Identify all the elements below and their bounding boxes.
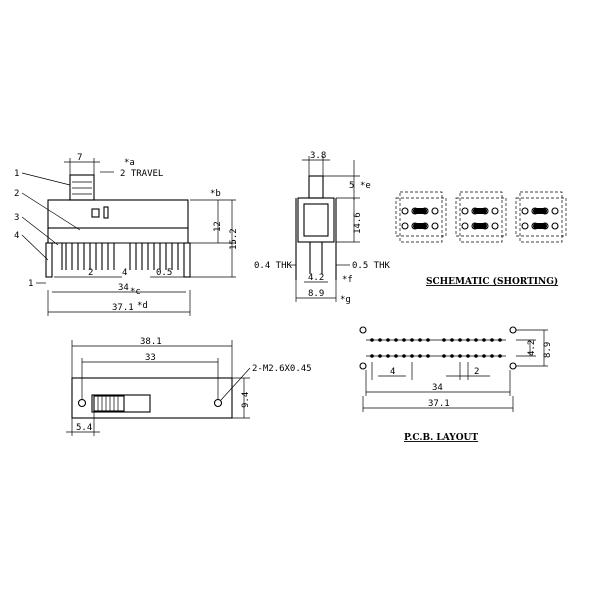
note-a: *a [124,158,135,168]
dim-2: 2 [88,268,93,278]
callout-4: 4 [14,231,19,241]
schematic-unit-3 [515,191,567,243]
dim-3-8: 3.8 [310,151,326,161]
dim-4: 4 [122,268,127,278]
slide-knob [69,174,95,201]
dim-37-1: 37.1 [112,303,134,313]
pcb-dim-37-1: 37.1 [428,399,450,409]
note-b: *b [210,189,221,199]
pcb-layout: 4.2 8.9 4 2 34 37.1 P.C.B. LAYOUT [359,326,553,443]
dim-9-4: 9.4 [241,392,251,408]
pcb-pads [366,338,506,358]
end-body [297,197,335,243]
dim-5: 5 [349,181,354,191]
note-f: *f [342,275,353,285]
note-e: *e [360,181,371,191]
mounting-hole-left [77,398,87,408]
schematic-unit-2 [455,191,507,243]
dim-14-6: 14.6 [353,212,363,234]
callout-1: 1 [14,169,19,179]
switch-body [47,199,189,229]
pcb-dim-4: 4 [390,367,395,377]
dim-5-4: 5.4 [76,423,92,433]
callout-3: 3 [14,213,19,223]
dim-34: 34 [118,283,129,293]
schematic-title: SCHEMATIC (SHORTING) [426,276,558,287]
callout-1-bottom: 1 [28,279,33,289]
dim-33: 33 [145,353,156,363]
note-g: *g [340,295,351,305]
ground-lug-right [183,242,191,278]
schematic-unit-1 [395,191,447,243]
mounting-hole-right [213,398,223,408]
dim-15-2: 15.2 [229,228,239,250]
side-view: 7 *a 2 TRAVEL 1 2 3 4 1 *b 12 15.2 2 4 0… [14,153,239,316]
dim-4-2: 4.2 [308,273,324,283]
note-travel: 2 TRAVEL [120,169,163,179]
dim-top-7: 7 [77,153,82,163]
note-c: *c [130,287,141,297]
schematic: SCHEMATIC (SHORTING) [395,191,567,287]
slider-actuator [93,395,125,412]
callout-2: 2 [14,189,19,199]
dim-12: 12 [213,221,223,232]
terminal-pins [61,243,179,270]
thk-left: 0.4 THK [254,261,293,271]
end-knob [308,175,324,199]
dim-8-9: 8.9 [308,289,324,299]
dim-38-1: 38.1 [140,337,162,347]
thk-right: 0.5 THK [352,261,391,271]
hole-callout: 2-M2.6X0.45 [252,364,312,374]
pcb-holes [359,326,517,370]
dim-0-5: 0.5 [156,268,172,278]
pcb-dim-2: 2 [474,367,479,377]
pcb-dim-4-2: 4.2 [527,340,537,356]
pcb-title: P.C.B. LAYOUT [404,433,478,443]
pcb-dim-8-9: 8.9 [543,342,553,358]
end-view: 3.8 5 *e 14.6 0.4 THK 0.5 THK 4.2 *f 8.9… [254,151,391,305]
slider-slot [91,394,151,413]
mounting-plate [71,377,233,419]
pcb-dim-34: 34 [432,383,443,393]
top-view: 38.1 33 2-M2.6X0.45 9.4 5.4 [66,337,312,436]
ground-lug-left [45,242,53,278]
note-d: *d [137,301,148,311]
